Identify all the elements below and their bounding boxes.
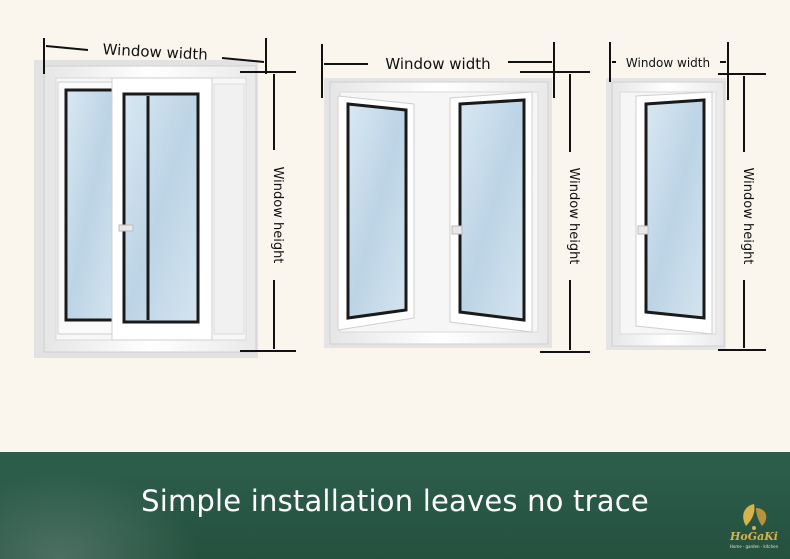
dim-line [45, 45, 89, 51]
handle [118, 224, 134, 232]
screen-panel [213, 83, 245, 335]
double-casement-window: Window width Window height [321, 42, 590, 353]
glass-pane [644, 98, 706, 320]
brand-tagline: Home · garden · kitchen [729, 544, 779, 549]
width-label: Window width [385, 55, 490, 73]
sliding-window: Window width Window height [34, 38, 296, 358]
width-label: Window width [626, 56, 710, 70]
height-label: Window height [740, 168, 755, 265]
window-illustration: Window width Window height Window width … [34, 38, 766, 358]
glass-pane [458, 98, 526, 322]
brand-logo: HoGaKi Home · garden · kitchen [726, 500, 782, 552]
height-label: Window height [270, 167, 285, 264]
handle [451, 225, 463, 235]
glass-pane [64, 88, 116, 322]
width-label: Window width [102, 40, 208, 63]
tagline-text: Simple installation leaves no trace [141, 484, 649, 518]
glass-pane [122, 92, 200, 324]
footer-banner: Simple installation leaves no trace [0, 452, 790, 559]
height-label: Window height [566, 168, 581, 265]
single-casement-window: Window width Window height [606, 42, 766, 351]
brand-name: HoGaKi [730, 530, 778, 543]
glass-pane [346, 102, 408, 320]
leaf-icon [743, 504, 767, 530]
handle [637, 225, 649, 235]
dim-line [221, 57, 265, 63]
banner-glow [0, 452, 790, 559]
